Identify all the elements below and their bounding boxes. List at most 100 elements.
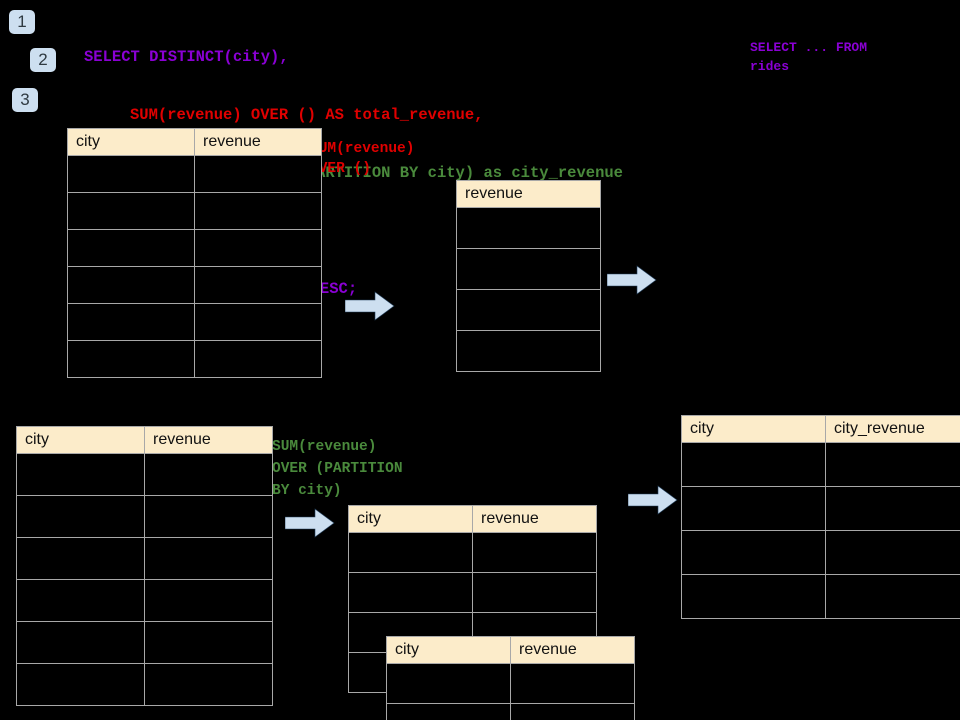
cell-city [681, 530, 826, 575]
column-header-revenue: revenue [194, 128, 322, 156]
table-header-row: revenue [456, 180, 601, 208]
column-header-city-revenue: city_revenue [825, 415, 960, 443]
cell-revenue [144, 537, 273, 580]
step-badge-2: 2 [30, 48, 56, 72]
sql-line-total-revenue: SUM(revenue) OVER () AS total_revenue, [130, 106, 484, 124]
cell-revenue [472, 532, 597, 573]
cell-revenue [194, 192, 322, 230]
table-row [16, 537, 273, 580]
cell-city [67, 266, 195, 304]
table-row [456, 248, 601, 290]
cell-city [16, 537, 145, 580]
cell-revenue [510, 703, 635, 720]
column-header-revenue: revenue [456, 180, 601, 208]
cell-city [348, 572, 473, 613]
table-row [386, 663, 635, 704]
cell-city [16, 495, 145, 538]
arrow-total-to-result-icon [607, 265, 657, 295]
cell-revenue [194, 340, 322, 378]
cell-city [16, 579, 145, 622]
cell-revenue [456, 330, 601, 372]
cell-revenue [194, 266, 322, 304]
cell-revenue [456, 207, 601, 249]
cell-revenue [144, 579, 273, 622]
column-header-city: city [681, 415, 826, 443]
cell-city-revenue [825, 486, 960, 531]
table-row [681, 442, 960, 487]
table-header-row: city revenue [386, 636, 635, 664]
table-source-top: city revenue [67, 128, 322, 378]
table-row [67, 266, 322, 304]
cell-city-revenue [825, 442, 960, 487]
column-header-revenue: revenue [510, 636, 635, 664]
table-header-row: city revenue [16, 426, 273, 454]
table-row [348, 572, 597, 613]
table-partition-back: city revenue [348, 505, 597, 693]
cell-city-revenue [825, 574, 960, 619]
table-row [681, 574, 960, 619]
cell-revenue [456, 248, 601, 290]
table-header-row: city revenue [67, 128, 322, 156]
annotation-select-from-rides: SELECT ... FROM rides [750, 40, 868, 74]
table-row [386, 703, 635, 720]
table-row [456, 330, 601, 372]
cell-city [386, 663, 511, 704]
column-header-city: city [67, 128, 195, 156]
column-header-city: city [386, 636, 511, 664]
cell-revenue [144, 453, 273, 496]
table-row [67, 192, 322, 230]
cell-city [348, 532, 473, 573]
column-header-revenue: revenue [472, 505, 597, 533]
table-row [681, 486, 960, 531]
column-header-city: city [16, 426, 145, 454]
table-result: city city_revenue [681, 415, 960, 619]
cell-revenue [144, 663, 273, 706]
table-row [67, 229, 322, 267]
cell-revenue [194, 155, 322, 193]
annotation-sum-over-empty: SUM(revenue) OVER () [310, 141, 415, 177]
cell-city [67, 340, 195, 378]
cell-revenue [456, 289, 601, 331]
table-header-row: city revenue [348, 505, 597, 533]
table-row [16, 579, 273, 622]
column-header-revenue: revenue [144, 426, 273, 454]
step-badge-1: 1 [9, 10, 35, 34]
table-row [67, 303, 322, 341]
cell-revenue [144, 621, 273, 664]
arrow-source-to-partition-icon [285, 508, 335, 538]
arrow-partition-to-result-icon [628, 485, 678, 515]
table-row [456, 289, 601, 331]
table-row [348, 532, 597, 573]
table-row [67, 340, 322, 378]
cell-city [16, 621, 145, 664]
arrow-source-to-total-icon [345, 291, 395, 321]
cell-city [16, 663, 145, 706]
step-badge-3: 3 [12, 88, 38, 112]
cell-revenue [194, 303, 322, 341]
cell-city [681, 442, 826, 487]
annotation-sum-over-partition: SUM(revenue) OVER (PARTITION BY city) [272, 439, 403, 499]
cell-city [16, 453, 145, 496]
table-source-bottom: city revenue [16, 426, 273, 706]
table-row [16, 453, 273, 496]
cell-city [67, 229, 195, 267]
table-row [16, 663, 273, 706]
cell-city [386, 703, 511, 720]
table-row [16, 495, 273, 538]
cell-city-revenue [825, 530, 960, 575]
cell-revenue [194, 229, 322, 267]
table-row [681, 530, 960, 575]
table-row [16, 621, 273, 664]
cell-city [67, 303, 195, 341]
table-partition-front: city revenue [386, 636, 635, 720]
cell-city [681, 486, 826, 531]
cell-city [681, 574, 826, 619]
cell-city [67, 192, 195, 230]
cell-city [67, 155, 195, 193]
table-row [67, 155, 322, 193]
sql-line-select: SELECT DISTINCT(city), [84, 48, 289, 66]
table-header-row: city city_revenue [681, 415, 960, 443]
column-header-city: city [348, 505, 473, 533]
cell-revenue [472, 572, 597, 613]
